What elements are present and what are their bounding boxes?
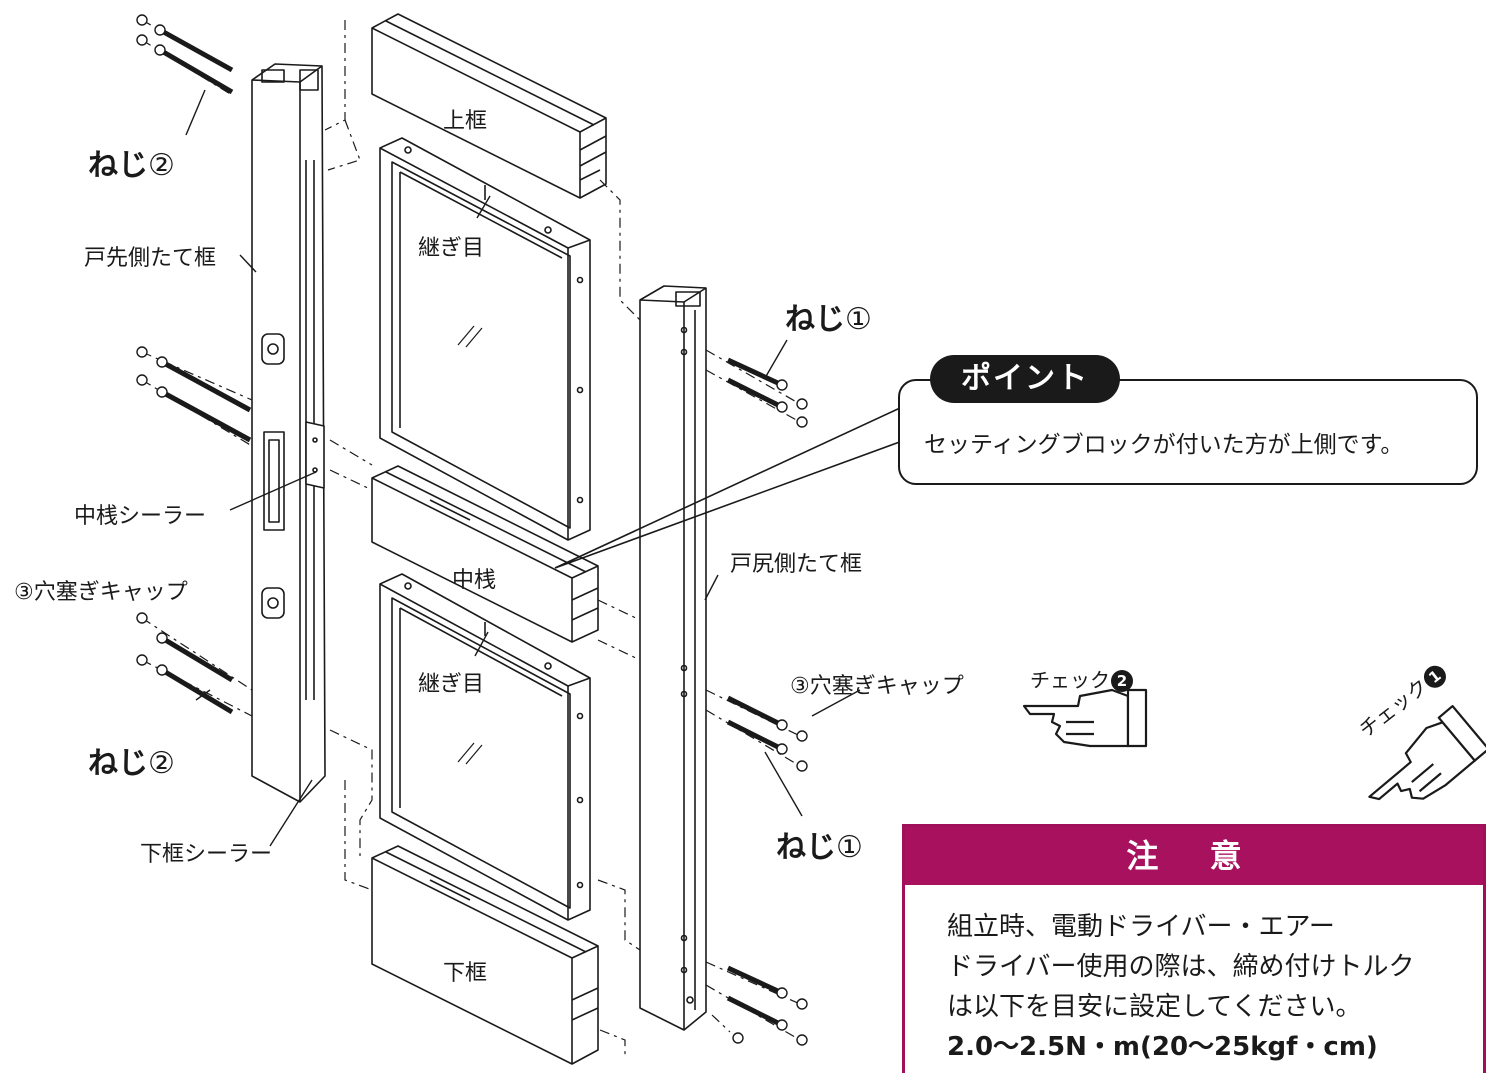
label-middle-rail: 中桟: [452, 568, 497, 593]
screw2-top-number: ②: [148, 148, 175, 183]
label-lead-stile: 戸先側たて框: [84, 246, 217, 271]
top-glass-panel: [379, 137, 591, 541]
caution-box: 注 意 組立時、電動ドライバー・エアー ドライバー使用の際は、締め付けトルク は…: [902, 824, 1486, 1073]
label-cap-left: ③穴塞ぎキャップ: [14, 580, 188, 605]
screw2-top-text: ねじ: [88, 148, 148, 183]
caution-title: 注 意: [905, 827, 1483, 885]
lead-stile-part: [251, 63, 326, 803]
leader-lines: [185, 89, 861, 847]
label-seam-top: 継ぎ目: [418, 236, 485, 261]
screw2-top-pair: [154, 24, 234, 95]
label-screw1-bottom: ねじ①: [776, 822, 863, 866]
label-lower-frame: 下框: [443, 961, 488, 986]
pointing-hand-icon-tilted: [1368, 705, 1486, 801]
cap-left-2: [136, 34, 148, 46]
check-2-text: チェック: [1030, 668, 1110, 692]
label-screw2-bottom: ねじ②: [88, 738, 175, 782]
screw2-bottom-number: ②: [148, 746, 175, 781]
label-screw2-top: ねじ②: [88, 140, 175, 184]
caution-body: 組立時、電動ドライバー・エアー ドライバー使用の際は、締め付けトルク は以下を目…: [947, 907, 1414, 1067]
label-screw1-top: ねじ①: [785, 294, 872, 338]
label-upper-frame: 上框: [443, 109, 488, 134]
label-seam-bottom: 継ぎ目: [418, 672, 485, 697]
label-lower-sealer: 下框シーラー: [140, 842, 273, 867]
label-cap-right: ③穴塞ぎキャップ: [790, 674, 964, 699]
check-2-number: 2: [1111, 670, 1133, 692]
point-callout-tail: [554, 407, 906, 569]
bottom-glass-panel: [379, 573, 591, 921]
screw1-bottom-number: ①: [836, 830, 863, 865]
screw1-bottom-text: ねじ: [776, 830, 836, 865]
caution-line-1: 組立時、電動ドライバー・エアー: [947, 912, 1335, 942]
point-badge: ポイント: [930, 355, 1120, 403]
screw1-top-text: ねじ: [785, 302, 845, 337]
label-middle-sealer: 中桟シーラー: [74, 504, 207, 529]
caution-line-2: ドライバー使用の際は、締め付けトルク: [947, 952, 1415, 982]
pointing-hand-icon: [1022, 688, 1148, 748]
cap-left-1: [136, 14, 148, 26]
upper-frame-part: [371, 13, 607, 199]
label-tail-stile: 戸尻側たて框: [730, 552, 863, 577]
lower-frame-part: [371, 845, 599, 1065]
screw1-top-number: ①: [845, 302, 872, 337]
middle-rail-part: [371, 465, 599, 643]
tail-stile-part: [639, 285, 707, 1031]
caution-line-3: は以下を目安に設定してください。: [947, 992, 1362, 1022]
screws: [136, 14, 808, 1046]
point-text: セッティングブロックが付いた方が上側です。: [924, 432, 1404, 458]
glass-hatch: [457, 325, 475, 346]
caution-line-4: 2.0〜2.5N・m(20〜25kgf・cm): [947, 1032, 1378, 1062]
screw2-bottom-text: ねじ: [88, 746, 148, 781]
